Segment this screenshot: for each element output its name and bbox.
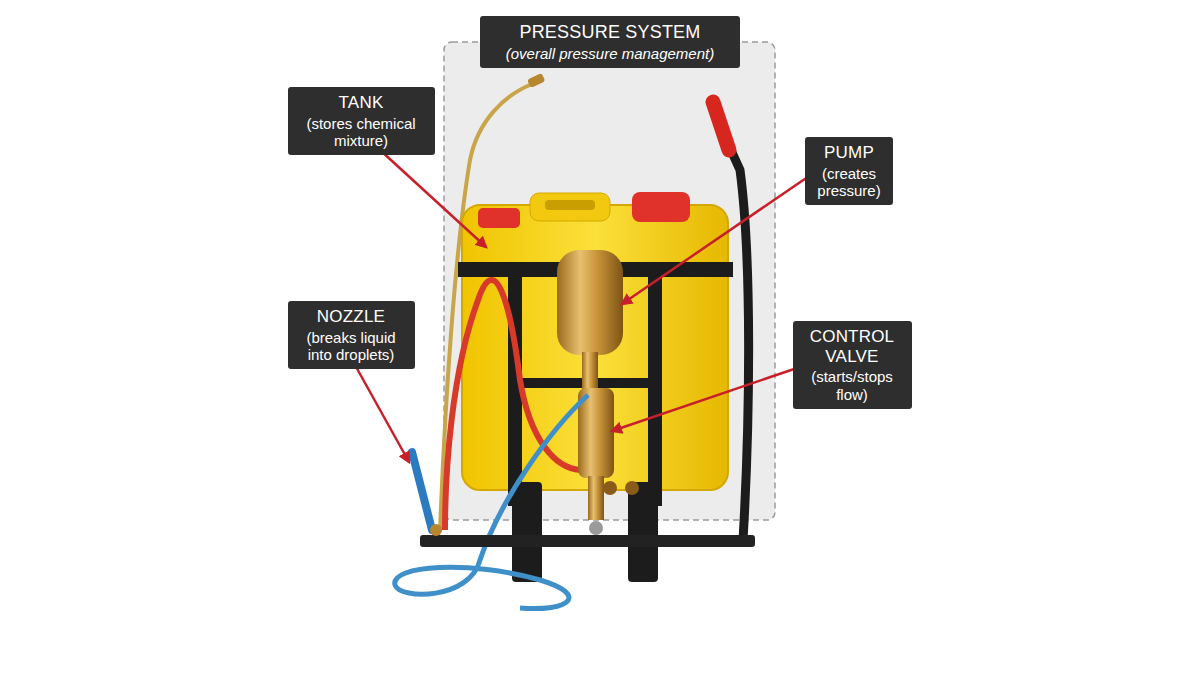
callout-box: TANK(stores chemical mixture) [288,87,435,155]
lance-tip [527,73,545,88]
frame-bar [648,276,662,506]
valve-fitting [603,481,617,495]
tank-handle [530,193,610,221]
part-function: (breaks liquid into droplets) [296,329,407,364]
part-function: (creates pressure) [813,165,885,200]
lever-grip [713,102,729,150]
part-name: PRESSURE SYSTEM [488,22,732,43]
pump-chamber [557,250,623,355]
frame-foot [512,482,542,582]
blue-hose [395,395,588,609]
leader-line [612,367,800,431]
tank-lid [632,192,690,222]
callout-box: PRESSURE SYSTEM (overall pressure managem… [480,16,740,68]
part-name: NOZZLE [296,307,407,327]
nozzle-fitting [430,524,442,536]
tank-body [462,205,728,490]
base-bar [420,535,755,547]
callout-box: CONTROL VALVE(starts/stops flow) [793,321,912,409]
outlet-fitting [589,521,603,535]
handle-slot [545,200,595,210]
leader-line [355,365,409,462]
leader-line [380,150,486,247]
callout-box: PUMP(creates pressure) [805,137,893,205]
part-function: (overall pressure management) [488,45,732,62]
valve-fitting [625,481,639,495]
valve-stem [588,476,604,520]
part-name: CONTROL VALVE [801,327,904,366]
pump-neck [582,352,598,392]
frame-foot [628,482,658,582]
nozzle-handle [412,452,432,530]
callout-box: NOZZLE(breaks liquid into droplets) [288,301,415,369]
pump-lever [730,148,749,540]
tank-cap [478,208,520,228]
leader-line [622,172,815,304]
part-function: (starts/stops flow) [801,368,904,403]
part-name: TANK [296,93,427,113]
part-name: PUMP [813,143,885,163]
part-function: (stores chemical mixture) [296,115,427,150]
